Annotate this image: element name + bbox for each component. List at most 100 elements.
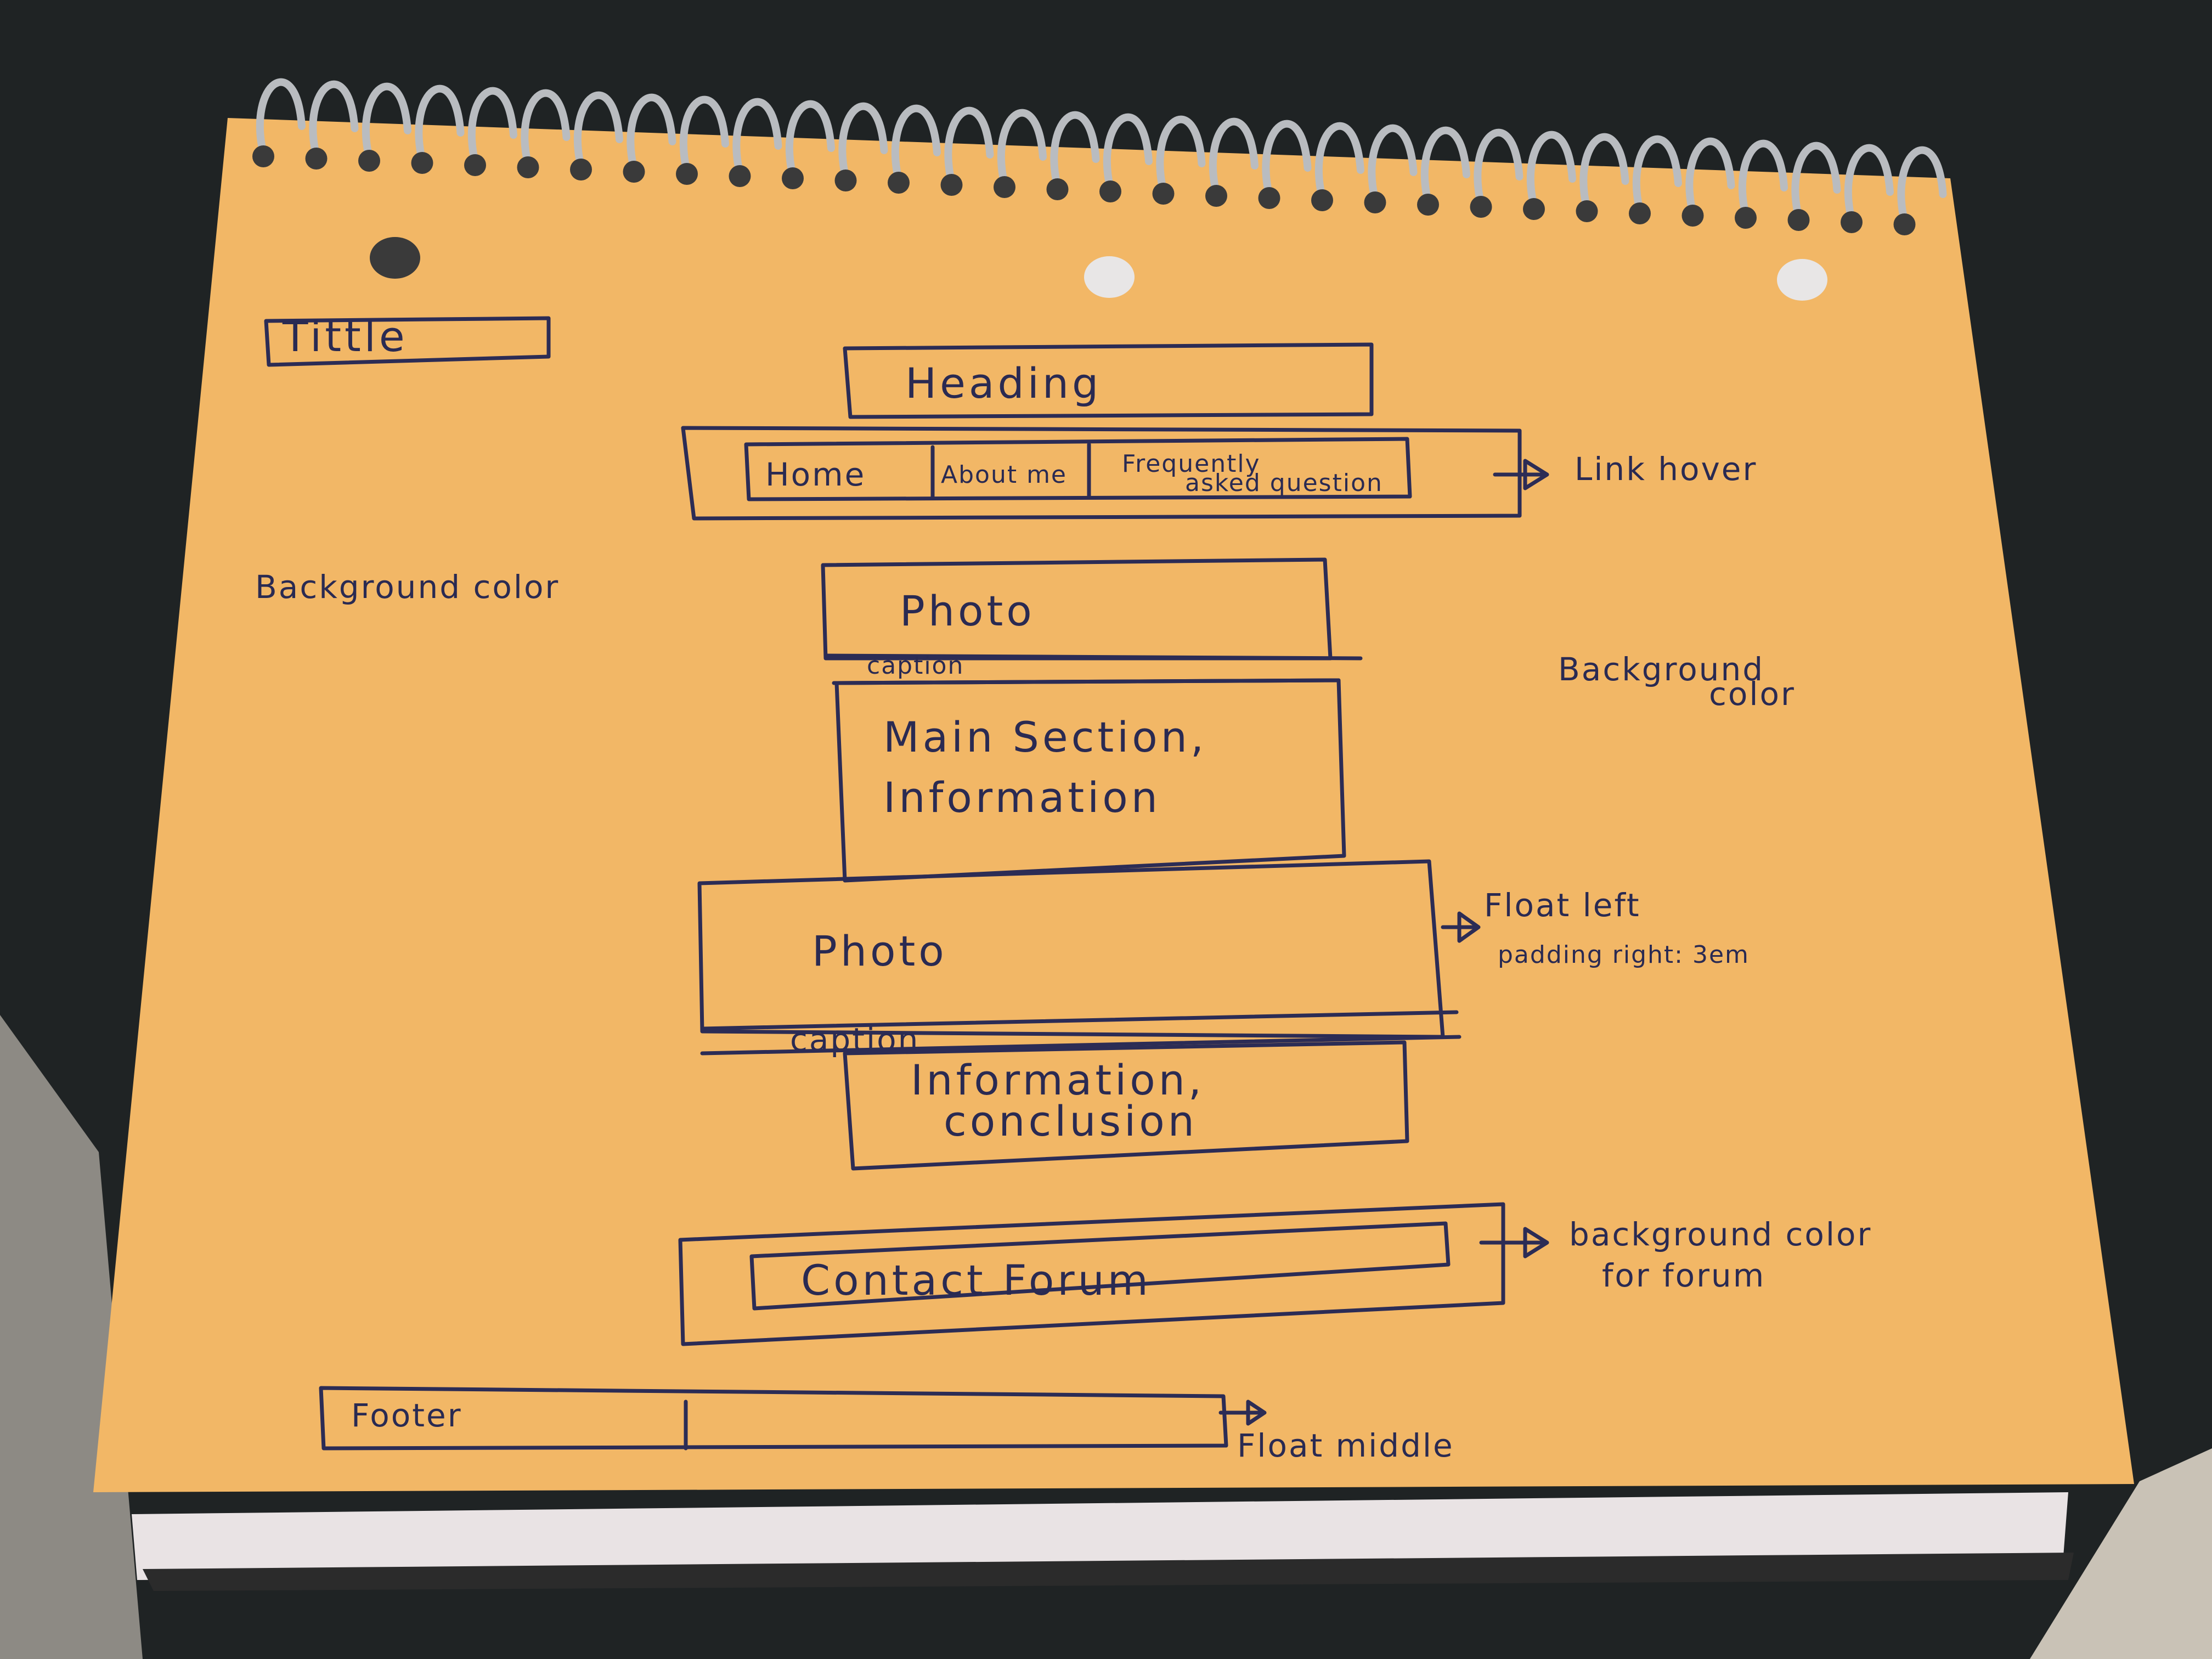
ring-hole xyxy=(1629,202,1651,224)
nav-outer-box xyxy=(681,426,1522,521)
spiral-ring xyxy=(573,91,623,171)
caption-line xyxy=(700,1035,1462,1056)
spiral-ring xyxy=(1526,131,1576,210)
spiral-ring xyxy=(944,106,994,186)
ring-hole xyxy=(305,148,328,170)
ring-hole xyxy=(1735,207,1757,229)
left-note: Background color xyxy=(255,568,560,606)
spiral-ring xyxy=(1314,122,1364,201)
heading-label: Heading xyxy=(905,359,1102,408)
ring-hole xyxy=(1893,213,1916,235)
nav-note: Link hover xyxy=(1575,450,1757,488)
conclusion-line1: Information, xyxy=(911,1056,1205,1104)
nav-inner-box xyxy=(744,437,1412,501)
spiral-ring xyxy=(1844,144,1894,223)
ring-hole xyxy=(1841,211,1863,233)
ring-hole xyxy=(1523,198,1545,220)
ring-hole xyxy=(1311,189,1333,211)
nav-faq-line1: Frequently xyxy=(1122,450,1261,478)
ring-hole xyxy=(517,156,539,178)
ring-hole xyxy=(834,170,857,191)
ring-hole xyxy=(782,167,804,189)
nav-about: About me xyxy=(941,461,1067,489)
spiral-ring xyxy=(1474,128,1523,208)
spiral-ring xyxy=(732,98,782,177)
spiral-ring xyxy=(1262,120,1312,199)
ring-hole xyxy=(888,172,910,194)
ring-hole xyxy=(994,176,1015,198)
floor-corner xyxy=(0,1015,143,1659)
spiral-ring xyxy=(838,102,888,182)
ring-hole xyxy=(1364,191,1386,213)
punch-hole xyxy=(1084,256,1135,298)
ring-hole xyxy=(1046,178,1069,200)
ring-hole xyxy=(676,163,698,185)
spiral-ring xyxy=(362,82,411,162)
ring-hole xyxy=(1152,183,1175,205)
photo1-label: Photo xyxy=(900,586,1035,635)
title-box xyxy=(264,316,551,367)
spiral-ring xyxy=(679,95,729,175)
ring-hole xyxy=(252,145,274,167)
spiral-ring xyxy=(1738,139,1788,219)
heading-box xyxy=(843,342,1374,419)
ring-hole xyxy=(1205,185,1227,207)
ring-hole xyxy=(1681,205,1704,227)
main-section-line2: Information xyxy=(883,773,1161,822)
caption-line xyxy=(700,1010,1459,1031)
ring-hole xyxy=(464,154,486,176)
spiral-ring xyxy=(467,87,517,166)
conclusion-box xyxy=(843,1040,1409,1171)
spiral-ring xyxy=(1103,113,1153,193)
contact-note-line1: background color xyxy=(1569,1216,1872,1253)
spiral-ring xyxy=(521,89,571,168)
nav-home: Home xyxy=(765,456,866,493)
ring-hole xyxy=(1099,180,1121,202)
punch-hole xyxy=(1777,259,1827,301)
main-section-line1: Main Section, xyxy=(883,713,1207,761)
right-note-line2: color xyxy=(1709,675,1796,713)
floor-corner-right xyxy=(2030,1448,2212,1659)
notebook-page xyxy=(93,118,2134,1492)
spiral-ring xyxy=(1368,124,1418,204)
spiral-ring xyxy=(891,104,941,184)
arrow-icon xyxy=(1479,1227,1549,1259)
arrow-icon xyxy=(1441,911,1481,943)
ring-hole xyxy=(623,161,645,183)
ring-hole xyxy=(1417,194,1439,216)
arrow-icon xyxy=(1493,459,1549,490)
contact-outer-box xyxy=(678,1202,1505,1346)
spiral-ring xyxy=(415,84,465,164)
notebook-cover xyxy=(143,1553,2074,1591)
ring-hole xyxy=(940,174,963,196)
ring-hole xyxy=(729,165,751,187)
photo2-note-line1: Float left xyxy=(1484,887,1641,924)
ring-hole xyxy=(1576,200,1598,222)
photo1-caption: caption xyxy=(867,652,964,680)
spiral-ring xyxy=(1209,117,1259,197)
footer-note: Float middle xyxy=(1237,1427,1454,1464)
spiral-ring xyxy=(1420,126,1470,206)
ring-hole xyxy=(1470,196,1492,218)
spiral-ring xyxy=(1685,137,1735,217)
title-label: Tittle xyxy=(282,312,408,361)
contact-inner-box xyxy=(749,1221,1451,1311)
nav-faq-line2: asked question xyxy=(1185,469,1383,497)
spiral-ring xyxy=(627,93,676,173)
spiral-ring xyxy=(1579,133,1629,212)
ring-hole xyxy=(1787,209,1810,231)
spiral-ring xyxy=(1632,135,1682,215)
footer-label: Footer xyxy=(351,1397,462,1434)
contact-label: Contact Forum xyxy=(801,1256,1152,1305)
spiral-ring xyxy=(785,100,835,179)
arrow-icon xyxy=(1218,1400,1267,1426)
ring-hole xyxy=(570,159,592,180)
contact-note-line2: for forum xyxy=(1602,1257,1765,1294)
spiral-binding xyxy=(252,78,1947,235)
spiral-ring xyxy=(256,78,306,157)
ring-hole xyxy=(358,150,380,172)
photo2-label: Photo xyxy=(812,927,947,975)
conclusion-line2: conclusion xyxy=(944,1097,1198,1146)
spiral-ring xyxy=(997,109,1047,188)
spiral-ring xyxy=(1050,111,1100,190)
